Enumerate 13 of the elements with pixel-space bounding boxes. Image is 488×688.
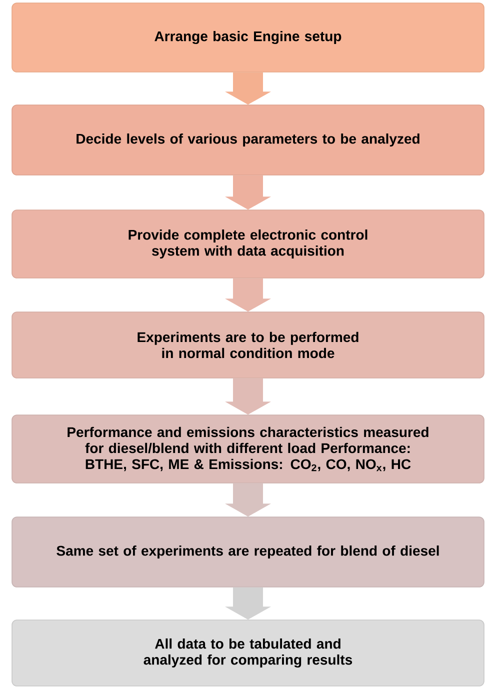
block-arrow [225, 587, 271, 620]
block-arrow [225, 378, 271, 415]
block-arrow [225, 175, 271, 210]
process-box: Arrange basic Engine setup [12, 2, 484, 72]
process-box: Experiments are to be performed in normal condition mode [12, 312, 484, 378]
block-arrow [225, 72, 271, 105]
process-box: All data to be tabulated and analyzed for comparing results [12, 620, 484, 686]
process-box: Performance and emissions characteristics measured for diesel/blend with different load Performance: BTHE, SFC, ME & Emissions: CO$_{2}$, CO, NO$_{x}$, HC [12, 414, 484, 484]
process-box: Provide complete electronic control system with data acquisition [12, 210, 484, 278]
process-box: Same set of experiments are repeated for blend of diesel [12, 516, 484, 588]
process-box: Decide levels of various parameters to be analyzed [12, 104, 484, 176]
block-arrow [225, 278, 271, 312]
block-arrow [225, 483, 271, 517]
